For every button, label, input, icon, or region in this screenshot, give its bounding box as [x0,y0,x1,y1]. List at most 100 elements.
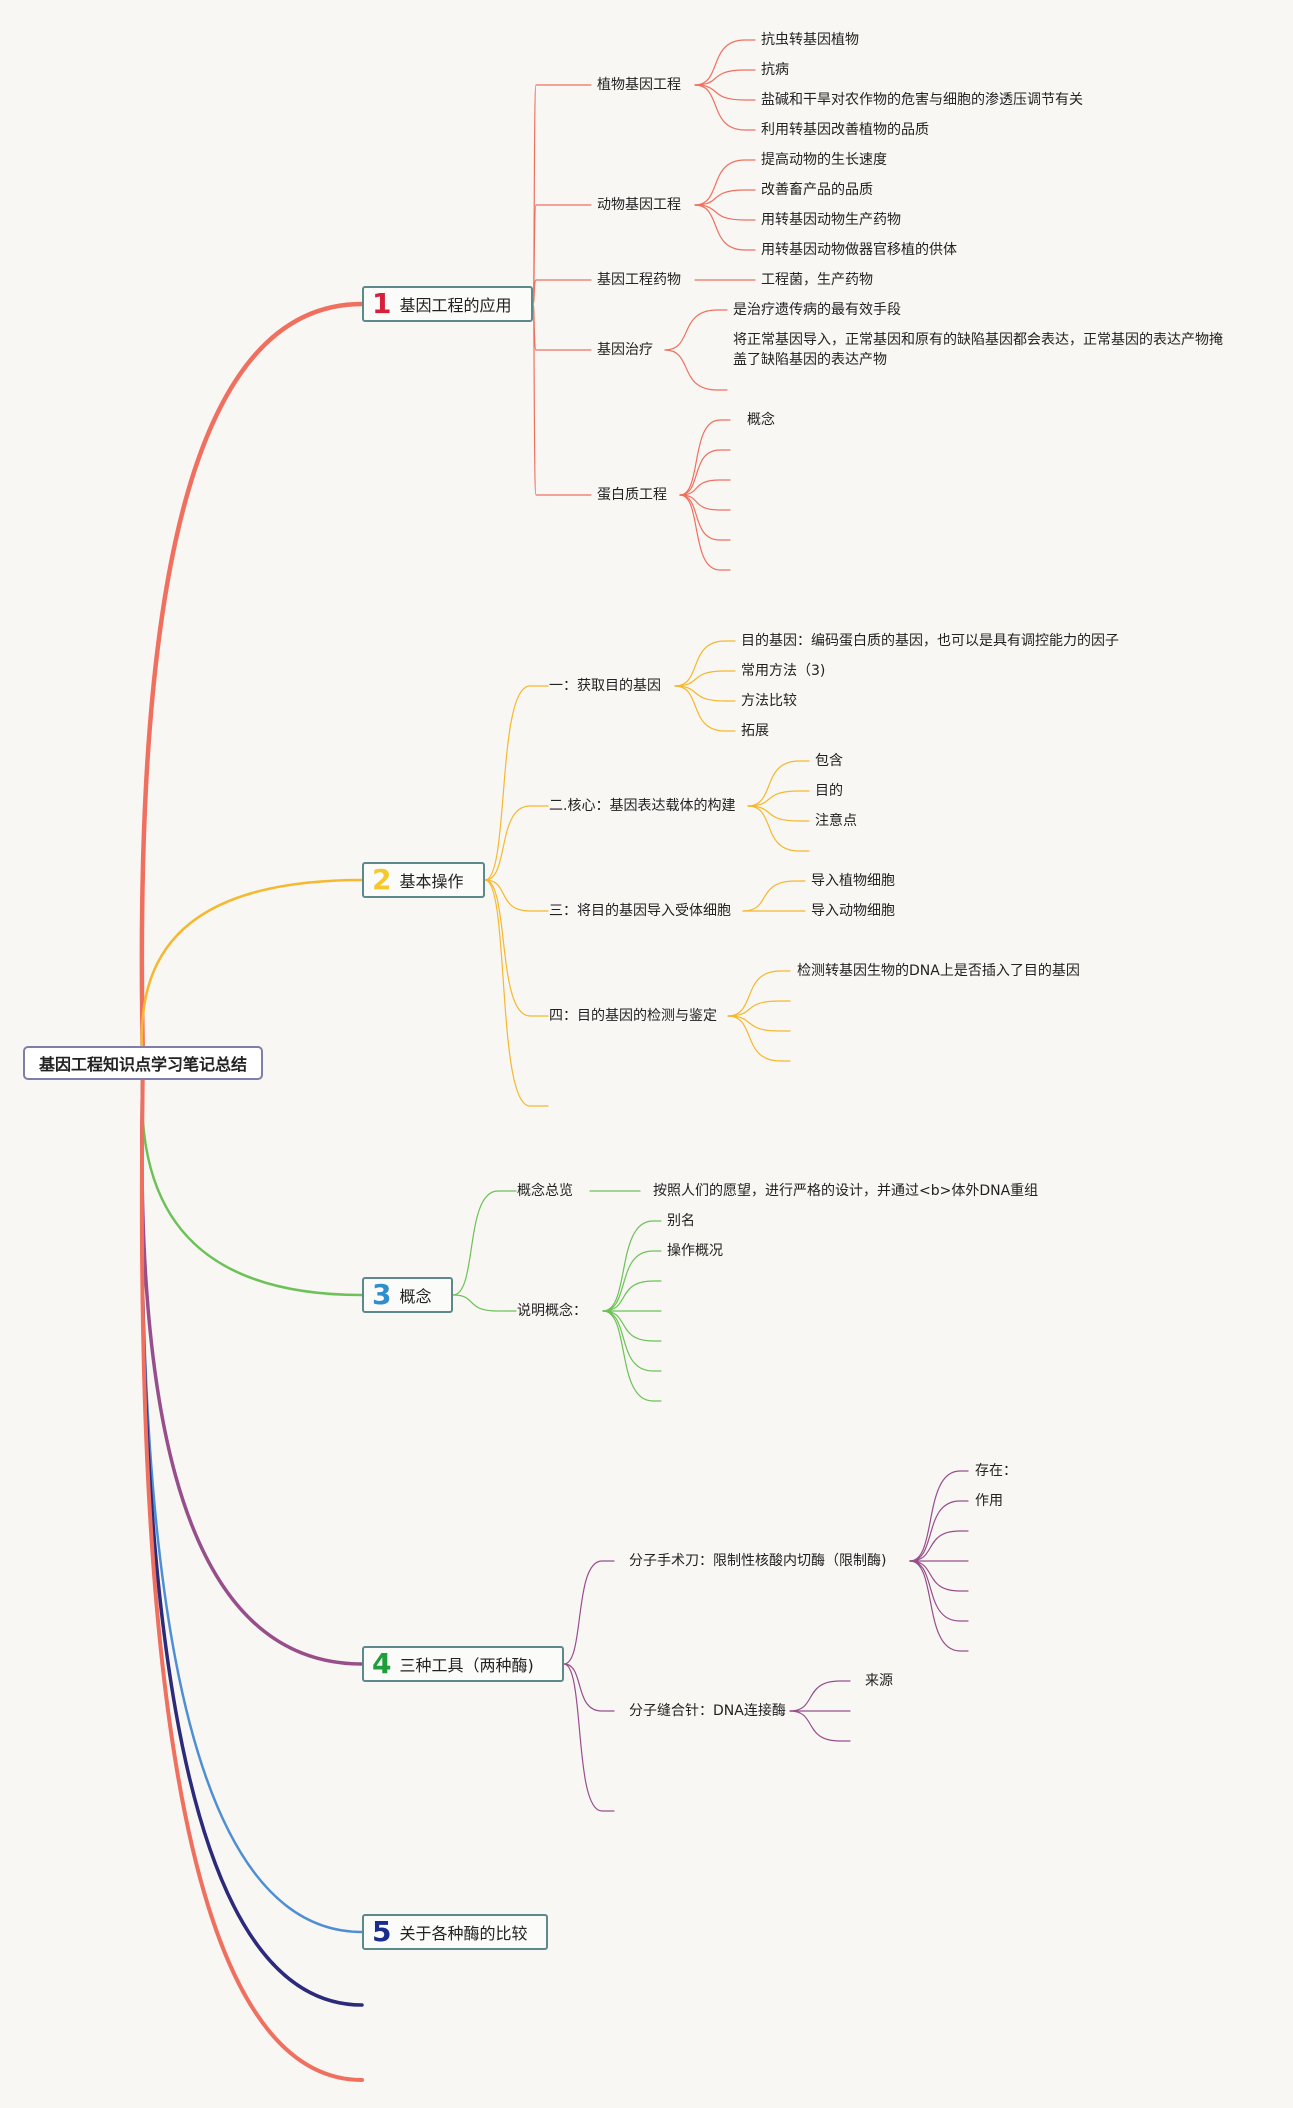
t3-leaf-link-1-6 [602,1310,662,1402]
root-topic[interactable]: 基因工程知识点学习笔记总结 [23,1046,263,1080]
subtopic-import-receptor-cell[interactable]: 三：将目的基因导入受体细胞 [549,903,731,919]
subtopic-protein-engineering[interactable]: 蛋白质工程 [597,487,667,503]
root-link-1 [139,301,365,1065]
t4-sub-link-2 [563,1663,615,1812]
leaf-dna-insertion-check[interactable]: 检测转基因生物的DNA上是否插入了目的基因 [797,963,1080,979]
t2-leaf-link-0-3 [674,685,736,732]
leaf-enzyme-function[interactable]: 作用 [975,1493,1003,1509]
leaf-engineered-bacteria[interactable]: 工程菌，生产药物 [761,272,873,288]
topic-3-concept[interactable]: 3 概念 [362,1277,453,1313]
t2-leaf-link-1-1 [747,790,810,807]
leaf-drug-production[interactable]: 用转基因动物生产药物 [761,212,901,228]
t1-leaf-link-1-2 [694,204,756,221]
t1-leaf-link-4-3 [679,494,731,511]
t4-sub-link-1 [563,1663,615,1712]
t4-leaf-link-1-2 [789,1710,851,1742]
leaf-therapy-description[interactable]: 将正常基因导入，正常基因和原有的缺陷基因都会表达，正常基因的表达产物掩盖了缺陷基… [733,332,1223,368]
leaf-vector-contains[interactable]: 包含 [815,753,843,769]
t4-leaf-link-0-1 [909,1500,969,1562]
t2-leaf-link-1-0 [747,760,810,807]
t2-leaf-link-0-1 [674,670,736,687]
leaf-protein-concept[interactable]: 概念 [747,412,775,428]
leaf-operation-overview[interactable]: 操作概况 [667,1243,723,1259]
leaf-method-comparison[interactable]: 方法比较 [741,693,797,709]
t4-leaf-link-0-0 [909,1470,969,1562]
t1-leaf-link-4-1 [679,449,731,496]
root-topic-label: 基因工程知识点学习笔记总结 [38,1055,247,1074]
root-link-extra-b [139,1060,364,2082]
t2-leaf-link-3-0 [727,970,791,1017]
t1-leaf-link-0-3 [694,84,756,131]
leaf-import-plant-cell[interactable]: 导入植物细胞 [811,873,895,889]
t4-leaf-link-0-6 [909,1560,969,1652]
t4-sub-link-0 [563,1560,615,1665]
topic-2-number: 2 [372,863,392,896]
subtopic-dna-ligase[interactable]: 分子缝合针：DNA连接酶 [629,1703,786,1719]
t3-leaf-link-1-1 [602,1250,662,1312]
leaf-livestock-quality[interactable]: 改善畜产品的品质 [761,182,873,198]
t1-leaf-link-4-5 [679,494,731,571]
t2-leaf-link-1-2 [747,805,810,822]
t2-leaf-link-0-0 [674,640,736,687]
subtopic-animal-engineering[interactable]: 动物基因工程 [597,197,681,213]
topic-1-application[interactable]: 1 基因工程的应用 [362,286,533,322]
t1-leaf-link-4-4 [679,494,731,541]
subtopic-vector-construction[interactable]: 二.核心：基因表达载体的构建 [549,798,736,814]
topic-4-three-tools[interactable]: 4 三种工具（两种酶) [362,1646,564,1682]
root-link-4 [140,1060,364,1666]
leaf-alias[interactable]: 别名 [667,1213,695,1229]
leaf-vector-purpose[interactable]: 目的 [815,783,843,799]
leaf-ligase-source[interactable]: 来源 [865,1673,893,1689]
t3-leaf-link-1-4 [602,1310,662,1342]
leaf-target-gene-definition[interactable]: 目的基因：编码蛋白质的基因，也可以是具有调控能力的因子 [741,633,1119,649]
t1-leaf-link-1-1 [694,189,756,206]
t1-leaf-link-4-2 [679,479,731,496]
subtopic-concept-overview[interactable]: 概念总览 [517,1183,573,1199]
topic-5-number: 5 [372,1915,392,1948]
t2-sub-link-2 [484,879,549,912]
leaf-vector-notes[interactable]: 注意点 [815,813,857,829]
t1-sub-link-1 [532,204,592,305]
topic-3-label: 概念 [399,1287,432,1306]
leaf-enzyme-existence[interactable]: 存在： [975,1463,1017,1479]
leaf-extension[interactable]: 拓展 [741,723,769,739]
t3-leaf-link-1-5 [602,1310,662,1372]
leaf-salt-drought[interactable]: 盐碱和干旱对农作物的危害与细胞的渗透压调节有关 [761,92,1083,108]
topic-2-basic-operation[interactable]: 2 基本操作 [362,862,485,898]
subtopic-plant-engineering[interactable]: 植物基因工程 [597,77,681,93]
leaf-plant-quality[interactable]: 利用转基因改善植物的品质 [761,122,929,138]
t4-leaf-link-0-4 [909,1560,969,1592]
t1-leaf-link-0-2 [694,84,756,101]
t2-leaf-link-3-3 [727,1015,791,1062]
t1-leaf-link-0-1 [694,69,756,86]
leaf-therapy-effective[interactable]: 是治疗遗传病的最有效手段 [733,302,901,318]
leaf-animal-growth[interactable]: 提高动物的生长速度 [761,152,887,168]
t1-sub-link-4 [532,303,592,496]
leaf-concept-definition[interactable]: 按照人们的愿望，进行严格的设计，并通过<b>体外DNA重组 [653,1183,1039,1199]
topic-5-enzyme-comparison[interactable]: 5 关于各种酶的比较 [362,1914,548,1950]
t2-sub-link-0 [484,685,549,881]
t2-leaf-link-0-2 [674,685,736,702]
leaf-common-methods[interactable]: 常用方法（3) [741,663,826,679]
subtopic-engineering-drugs[interactable]: 基因工程药物 [597,272,681,288]
subtopic-concept-explanation[interactable]: 说明概念： [517,1303,587,1319]
t4-leaf-link-0-5 [909,1560,969,1622]
leaf-import-animal-cell[interactable]: 导入动物细胞 [811,903,895,919]
subtopic-detection-identification[interactable]: 四：目的基因的检测与鉴定 [549,1008,717,1024]
topic-2-label: 基本操作 [399,872,464,891]
t1-leaf-link-4-0 [679,419,731,496]
subtopic-gene-therapy[interactable]: 基因治疗 [597,342,653,358]
topic-4-number: 4 [372,1647,392,1680]
t2-leaf-link-2-0 [742,880,806,912]
root-link-2 [140,878,364,1064]
leaf-disease-resistance[interactable]: 抗病 [761,62,789,78]
leaf-insect-resistant-plants[interactable]: 抗虫转基因植物 [761,32,859,48]
subtopic-obtain-target-gene[interactable]: 一：获取目的基因 [549,678,661,694]
t4-leaf-link-0-2 [909,1530,969,1562]
t1-leaf-link-0-0 [694,39,756,86]
t3-leaf-link-1-0 [602,1220,662,1312]
leaf-organ-donor[interactable]: 用转基因动物做器官移植的供体 [761,242,957,258]
subtopic-restriction-enzyme[interactable]: 分子手术刀：限制性核酸内切酶（限制酶) [629,1553,887,1569]
t2-sub-link-3 [484,879,549,1017]
